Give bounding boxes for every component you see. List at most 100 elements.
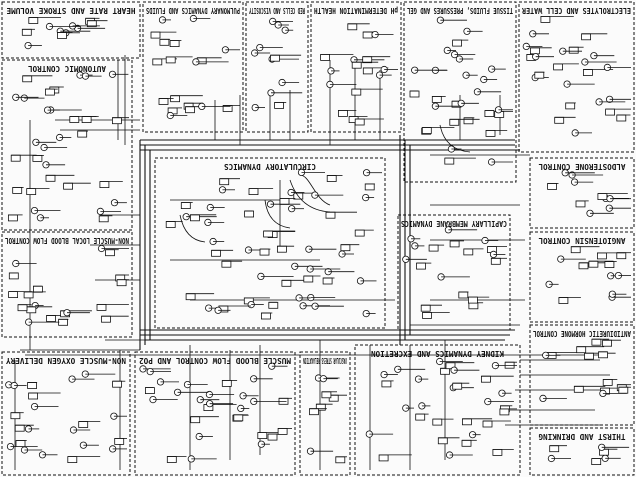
function-block [576,346,587,354]
function-block [468,302,479,310]
function-block [165,56,176,64]
function-block [461,418,472,426]
module-frame [299,351,351,476]
function-block [279,197,290,205]
function-block [463,248,474,256]
function-block [499,408,510,416]
function-block [190,416,201,424]
module-title: pH DETERMINATION HEALTH [314,6,398,15]
module-tissue-fluids: TISSUE FLUIDS, PRESSURES AND GEL [403,1,517,183]
function-block [180,202,191,210]
module-title: THIRST AND DRINKING [538,432,625,441]
function-block [540,15,551,23]
function-block [604,261,615,269]
module-title: NON-MUSCLE OXYGEN DELIVERY [6,356,126,365]
module-capillary: CAPILLARY MEMBRANE DYNAMICS [397,214,511,331]
function-block [33,285,43,293]
function-block [152,58,163,66]
function-block [449,118,460,126]
function-block [114,437,125,445]
function-block [7,214,18,222]
function-block [362,67,373,75]
function-block [8,272,19,280]
module-antidiuretic: ANTIDIURETIC HORMONE CONTROL [529,324,635,426]
function-block [21,28,32,36]
function-block [591,458,602,466]
function-block [553,63,563,71]
function-block [10,154,21,162]
function-block [431,96,442,103]
module-title: HEART RATE AND STROKE VOLUME [6,6,135,15]
function-block [578,262,589,270]
module-frame [397,214,511,331]
module-non-muscle-oxygen: NON-MUSCLE OXYGEN DELIVERY [1,351,131,476]
function-block [101,315,111,323]
function-block [326,175,337,182]
function-block [432,418,443,426]
function-block [409,90,420,98]
function-block [530,47,540,55]
function-block [69,116,80,123]
function-block [159,38,170,46]
function-block [458,291,469,299]
module-title: ANGIOTENSIN CONTROL [538,236,625,245]
function-block [428,244,439,252]
function-block [490,257,501,265]
function-block [452,382,463,390]
function-block [15,440,26,448]
function-block [534,71,545,79]
function-block [437,437,448,445]
function-block [547,182,557,190]
module-thirst: THIRST AND DRINKING [529,427,635,476]
module-muscle-flow: MUSCLE BLOOD FLOW CONTROL AND PO2 [134,351,296,476]
function-block [8,291,19,299]
module-title: NON-MUSCLE LOCAL BLOOD FLOW CONTROL [5,236,129,245]
function-block [158,98,169,105]
function-curve [179,214,206,243]
module-angiotensin: ANGIOTENSIN CONTROL [529,231,635,323]
function-block [588,260,599,268]
module-autonomic: AUTONOMIC CONTROL [1,59,133,231]
function-block [77,130,88,138]
function-block [211,249,221,257]
function-block [27,382,38,389]
function-curve [439,124,471,153]
function-block [480,375,491,383]
function-block [597,252,607,260]
module-frame [245,1,309,133]
function-block [32,154,43,162]
module-frame [529,427,635,476]
function-block [112,117,122,125]
function-block [23,291,34,299]
function-block [58,318,68,326]
module-frame [354,344,521,476]
function-block [28,17,39,24]
function-block [281,279,292,287]
function-block [415,413,426,421]
module-circulatory: CIRCULATORY DYNAMICS [154,157,386,329]
function-block [340,244,351,252]
function-block [276,245,287,253]
module-title: RED CELLS AND VISCOSITY [249,6,305,15]
function-block [166,456,177,463]
function-block [416,262,426,270]
function-block [81,116,92,123]
function-block [12,186,23,194]
function-block [221,260,232,268]
function-block [257,432,268,440]
function-block [57,32,67,39]
function-block [484,110,495,117]
function-block [605,108,615,116]
function-block [602,378,613,386]
function-block [558,297,569,304]
function-block [320,54,331,61]
function-block [378,454,389,462]
function-block [233,414,244,422]
function-block [268,301,279,309]
function-block [554,116,565,124]
function-block [618,386,629,394]
module-frame [529,231,635,323]
function-block [260,312,271,320]
